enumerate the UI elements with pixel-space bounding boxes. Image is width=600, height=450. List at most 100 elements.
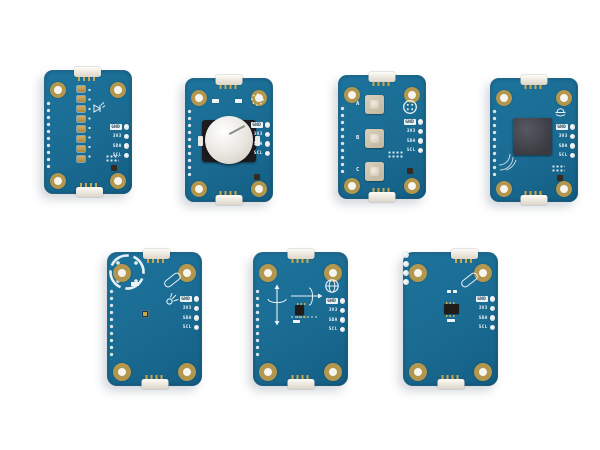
sensor-chip — [444, 301, 459, 317]
mounting-hole — [251, 90, 267, 106]
mounting-hole — [259, 363, 277, 381]
mounting-hole — [344, 87, 360, 103]
connector-top — [451, 249, 478, 263]
button-label-c: C — [356, 167, 360, 173]
i2c-chip — [407, 168, 413, 174]
pin-pad — [569, 133, 575, 140]
mounting-hole — [259, 264, 277, 282]
pin-label-3v3: 3V3 — [558, 134, 568, 139]
mounting-hole — [496, 90, 512, 106]
pin-label-sda: SDA — [558, 143, 568, 149]
pin-label-3v3: 3V3 — [328, 308, 338, 313]
test-pad-grid — [552, 165, 565, 172]
mounting-hole — [409, 363, 427, 381]
pin-pad — [339, 326, 345, 333]
mounting-hole — [178, 363, 196, 381]
pin-pad — [264, 122, 270, 128]
mounting-hole — [474, 264, 492, 282]
pin-pad — [123, 124, 129, 130]
connector-top — [215, 75, 243, 89]
pin-label-gnd: GND — [555, 124, 568, 130]
pin-label-scl: SCL — [182, 325, 192, 330]
pin-pad — [264, 131, 270, 138]
board-led-bar-module: GND 3V3 SDA SCL — [44, 67, 132, 197]
mounting-hole — [113, 264, 131, 282]
led — [77, 86, 85, 92]
connector-top — [368, 72, 396, 86]
connector-bottom — [437, 375, 464, 389]
button-label-a: A — [356, 101, 360, 107]
mounting-hole — [324, 363, 342, 381]
pin-pad — [417, 147, 423, 154]
pin-pad — [489, 315, 495, 321]
dial-icon — [251, 93, 264, 106]
mounting-hole — [409, 264, 427, 282]
pin-label-gnd: GND — [325, 298, 338, 304]
pin-label-scl: SCL — [328, 327, 338, 332]
connector-bottom — [368, 188, 396, 202]
led — [77, 136, 85, 142]
connector-top — [287, 249, 314, 263]
led — [77, 116, 85, 122]
mounting-hole — [251, 181, 267, 197]
pin-labels: GND 3V3 SDA SCL — [555, 124, 575, 159]
smd-part — [453, 290, 457, 293]
smd-part — [212, 99, 219, 103]
mounting-hole — [404, 178, 420, 194]
edge-pads — [403, 252, 498, 285]
smd-part — [293, 320, 300, 323]
pin-labels: GND 3V3 SDA SCL — [475, 296, 495, 331]
connector-bottom — [76, 183, 103, 197]
connector-bottom — [287, 375, 314, 389]
solder-pad — [403, 261, 409, 267]
edge-pads — [340, 105, 345, 173]
led — [77, 156, 85, 162]
solder-pad — [403, 252, 409, 258]
pin-pad — [417, 138, 423, 144]
smd-part — [447, 290, 451, 293]
pin-label-3v3: 3V3 — [406, 129, 416, 134]
pin-labels: GND 3V3 SDA SCL — [179, 296, 199, 331]
board-motion-module: GND 3V3 SDA SCL — [253, 249, 348, 389]
pin-pad — [339, 307, 345, 314]
pin-pad — [193, 324, 199, 331]
mounting-hole — [50, 173, 66, 189]
button-label-b: B — [356, 135, 360, 141]
smd-part — [447, 319, 455, 322]
connector-bottom — [141, 375, 168, 389]
connector-bottom — [520, 191, 548, 205]
connector-bottom — [215, 191, 243, 205]
edge-pads — [46, 100, 51, 168]
pin-labels: GND 3V3 SDA SCL — [109, 124, 129, 159]
pin-label-3v3: 3V3 — [112, 134, 122, 139]
buzzer-component — [513, 118, 552, 155]
pin-pad — [569, 124, 575, 130]
test-pad-grid — [388, 151, 404, 158]
i2c-chip — [557, 175, 563, 181]
board-emitter-module: GND 3V3 SDA SCL — [107, 249, 202, 389]
button-icon — [403, 100, 417, 114]
push-button-b — [365, 129, 384, 148]
led — [77, 96, 85, 102]
push-button-a — [365, 95, 384, 114]
pin-pad — [193, 296, 199, 302]
led — [77, 106, 85, 112]
buzzer-icon — [555, 108, 566, 117]
mounting-hole — [344, 178, 360, 194]
pin-pad — [193, 305, 199, 312]
board-buzzer-module: GND 3V3 SDA SCL — [490, 75, 578, 205]
pin-label-sda: SDA — [406, 138, 416, 144]
led-diode-icon — [93, 102, 106, 113]
board-ic-sensor-module: GND 3V3 SDA SCL — [403, 249, 498, 389]
pin-pad — [123, 143, 129, 149]
edge-pads — [109, 288, 114, 360]
pin-label-3v3: 3V3 — [253, 132, 263, 137]
mounting-hole — [474, 363, 492, 381]
mounting-hole — [496, 181, 512, 197]
sound-wave-silkscreen — [498, 153, 517, 171]
mounting-hole — [556, 90, 572, 106]
mounting-hole — [191, 181, 207, 197]
pin-labels: GND 3V3 SDA SCL — [403, 119, 423, 154]
pin-label-sda: SDA — [112, 143, 122, 149]
